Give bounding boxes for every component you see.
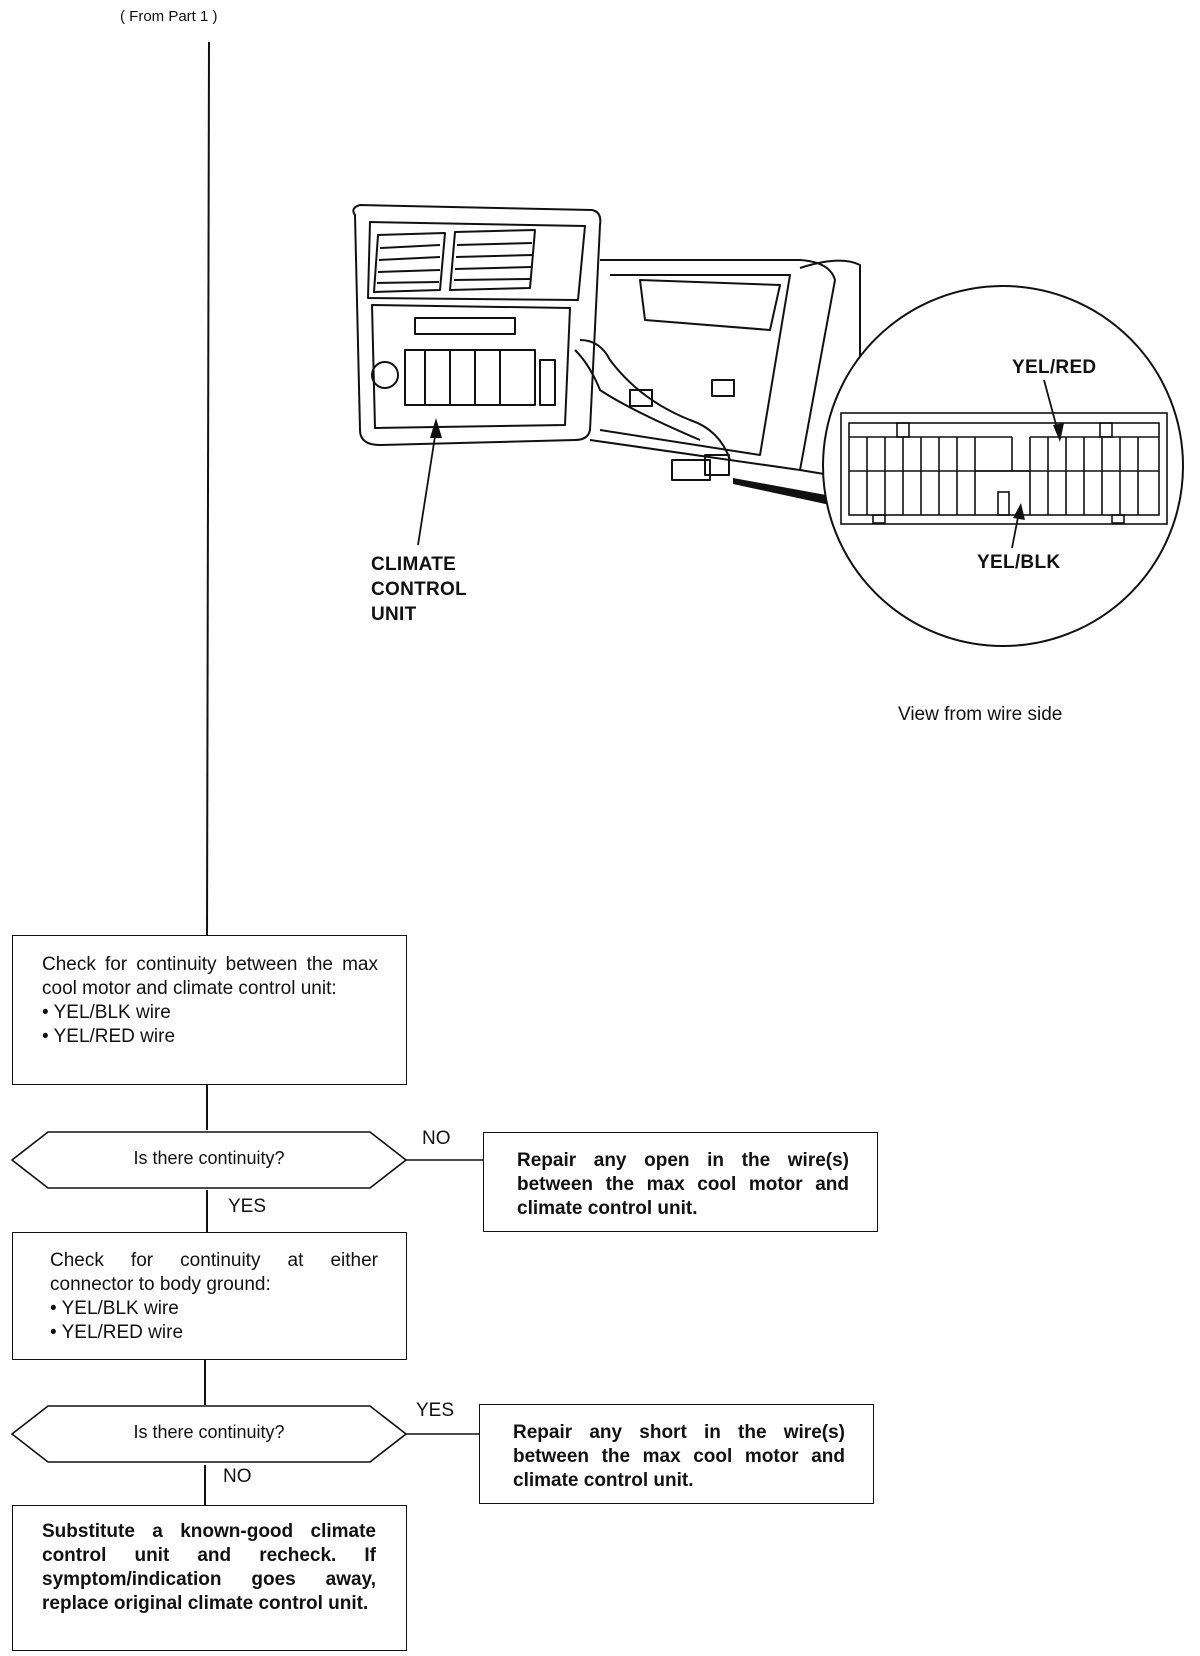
decision1-no-label: NO (422, 1128, 451, 1149)
decision2-no-label: NO (223, 1466, 252, 1487)
yel-red-pointer-arrowhead (1053, 423, 1064, 442)
final-text: Substitute a known-good climate control … (42, 1521, 376, 1614)
detail-leader (733, 478, 830, 505)
unit-pointer-line (417, 429, 437, 546)
yel-red-label: YEL/RED (1012, 357, 1097, 378)
action1-box: Repair any open in the wire(s) between t… (483, 1132, 878, 1232)
action2-box: Repair any short in the wire(s) between … (479, 1404, 874, 1504)
step2-wire-2: YEL/RED wire (50, 1321, 378, 1345)
yel-blk-pointer-arrowhead (1013, 503, 1025, 520)
step1-text: Check for continuity between the max coo… (42, 954, 378, 999)
unit-label-line-1: CLIMATE (371, 554, 457, 575)
step2-text: Check for continuity at either connector… (50, 1250, 378, 1295)
action1-text: Repair any open in the wire(s) between t… (517, 1150, 849, 1219)
view-caption: View from wire side (898, 704, 1063, 725)
decision2-question: Is there continuity? (133, 1422, 285, 1442)
step1-box: Check for continuity between the max coo… (12, 935, 407, 1085)
unit-label-line-3: UNIT (371, 604, 417, 625)
climate-control-unit-drawing (352, 204, 861, 481)
action2-text: Repair any short in the wire(s) between … (513, 1422, 845, 1491)
connector-drawing (840, 412, 1168, 525)
decision2-yes-label: YES (416, 1400, 455, 1421)
step1-wire-list: YEL/BLK wire YEL/RED wire (42, 1001, 378, 1049)
yel-red-pointer-line (1043, 379, 1059, 433)
decision1-yes-label: YES (228, 1196, 267, 1217)
unit-pointer-arrowhead (430, 418, 442, 438)
step2-box: Check for continuity at either connector… (12, 1232, 407, 1360)
unit-label-line-2: CONTROL (371, 579, 468, 600)
detail-circle (822, 285, 1184, 647)
step2-wire-1: YEL/BLK wire (50, 1297, 378, 1321)
step2-wire-list: YEL/BLK wire YEL/RED wire (50, 1297, 378, 1345)
from-part-label: ( From Part 1 ) (120, 8, 218, 25)
step1-wire-2: YEL/RED wire (42, 1025, 378, 1049)
climate-control-unit-label: CLIMATE CONTROL UNIT (371, 552, 467, 627)
yel-blk-label: YEL/BLK (977, 552, 1061, 573)
decision1-question: Is there continuity? (133, 1148, 285, 1168)
step1-wire-1: YEL/BLK wire (42, 1001, 378, 1025)
flow-line-main (206, 41, 210, 936)
final-box: Substitute a known-good climate control … (12, 1505, 407, 1651)
